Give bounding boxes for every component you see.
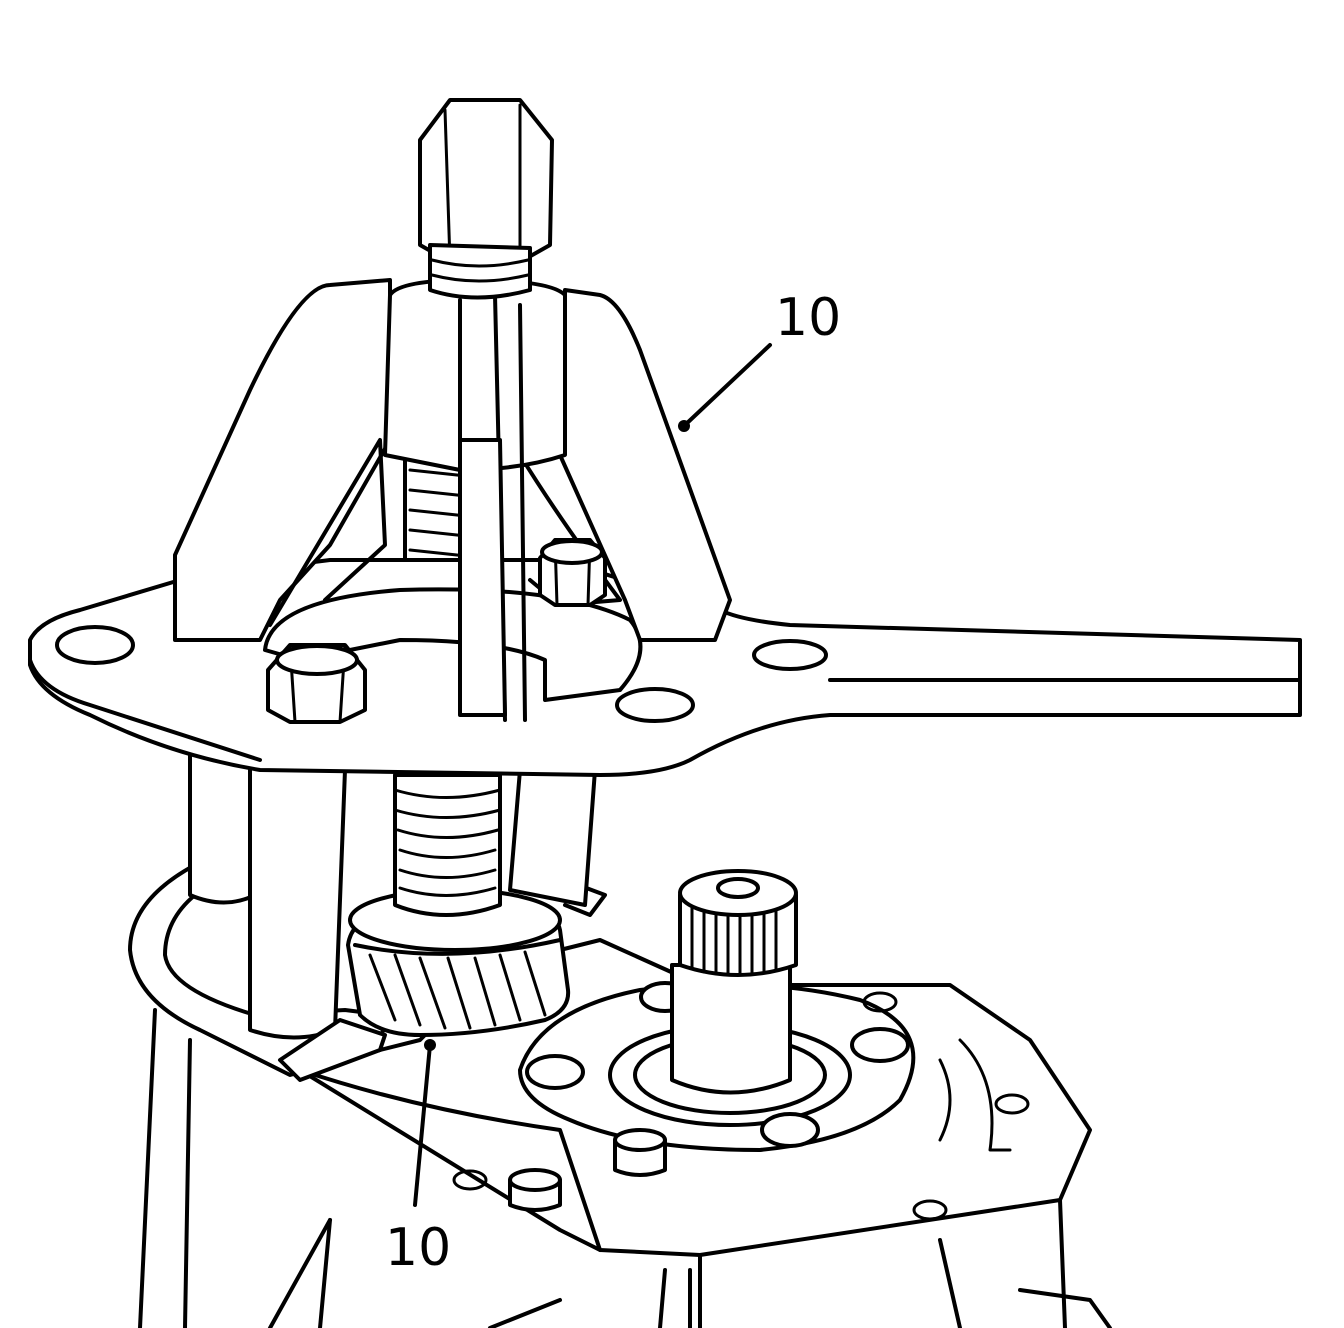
rib-3 [488, 1298, 562, 1328]
gear-teeth [368, 950, 547, 1030]
housing-hole-4 [912, 1199, 948, 1221]
housing-front-edge [298, 1068, 602, 1252]
crossbar-hole-left [55, 625, 135, 665]
rib-1 [268, 1218, 332, 1328]
shaft-body [670, 963, 792, 1095]
collar-threads [430, 258, 530, 283]
yoke-center-web [458, 438, 507, 717]
rib-2 [318, 1218, 332, 1328]
boss-slot-right [518, 303, 527, 722]
shaft-splines [678, 893, 798, 977]
crossbar-nut-right [538, 538, 607, 607]
puller-leg-left [188, 748, 257, 905]
puller-jaw-left [278, 1018, 387, 1082]
housing-hole-3 [862, 991, 898, 1013]
shaft-center-hole [716, 877, 760, 899]
spindle-lower-threads [393, 788, 502, 897]
rib-4 [658, 1268, 667, 1328]
housing-left-inner-wall [183, 1038, 192, 1328]
puller-frame [28, 278, 1302, 777]
housing-left-wall [138, 1008, 157, 1328]
callout-upper: 10 [678, 288, 841, 432]
cover-bolt-hole-4 [760, 1112, 820, 1148]
housing-right-edge [1058, 1198, 1067, 1328]
hex-head-body [418, 98, 554, 264]
callout-label-upper: 10 [775, 288, 841, 348]
puller-leg-front [248, 753, 347, 1040]
housing-hole-2 [994, 1093, 1030, 1115]
spindle-hex-head [418, 98, 554, 300]
yoke-right-arm [558, 288, 732, 642]
housing-stud-2-top [613, 1128, 667, 1152]
nut-right-top [540, 539, 604, 565]
rib-7 [1018, 1288, 1112, 1328]
transmission-housing [138, 938, 1112, 1328]
rib-6 [938, 1238, 962, 1328]
leader-dot-upper [678, 420, 690, 432]
crossbar-thickness [28, 658, 262, 762]
crossbar-hole-center [615, 687, 695, 723]
leader-line-lower [413, 1043, 432, 1207]
callout-lower: 10 [385, 1039, 451, 1278]
puller-lower-plate [128, 748, 607, 1077]
puller-leg-right [508, 768, 597, 907]
housing-hole-1 [452, 1169, 488, 1191]
yoke-window-left [268, 438, 387, 627]
yoke-left-arm [173, 278, 392, 642]
crossbar-nut-left [266, 643, 367, 724]
callout-label-lower: 10 [385, 1218, 451, 1278]
housing-stud-1-top [508, 1168, 562, 1192]
yoke-window-right [518, 453, 622, 607]
cover-bolt-hole-3 [850, 1027, 910, 1063]
bearing-cover-plate [518, 982, 916, 1152]
crossbar-hole-right [752, 639, 828, 671]
cover-bolt-hole-1 [525, 1054, 585, 1090]
gear-top-edge [353, 938, 562, 956]
nut-left-top [275, 644, 359, 676]
leader-dot-lower [424, 1039, 436, 1051]
hex-head-collar [428, 243, 532, 300]
spindle-lower [393, 773, 502, 917]
housing-recess [938, 1058, 952, 1142]
housing-recess-2 [958, 1038, 1012, 1152]
leader-line-upper [683, 343, 772, 427]
output-shaft [670, 869, 798, 1095]
